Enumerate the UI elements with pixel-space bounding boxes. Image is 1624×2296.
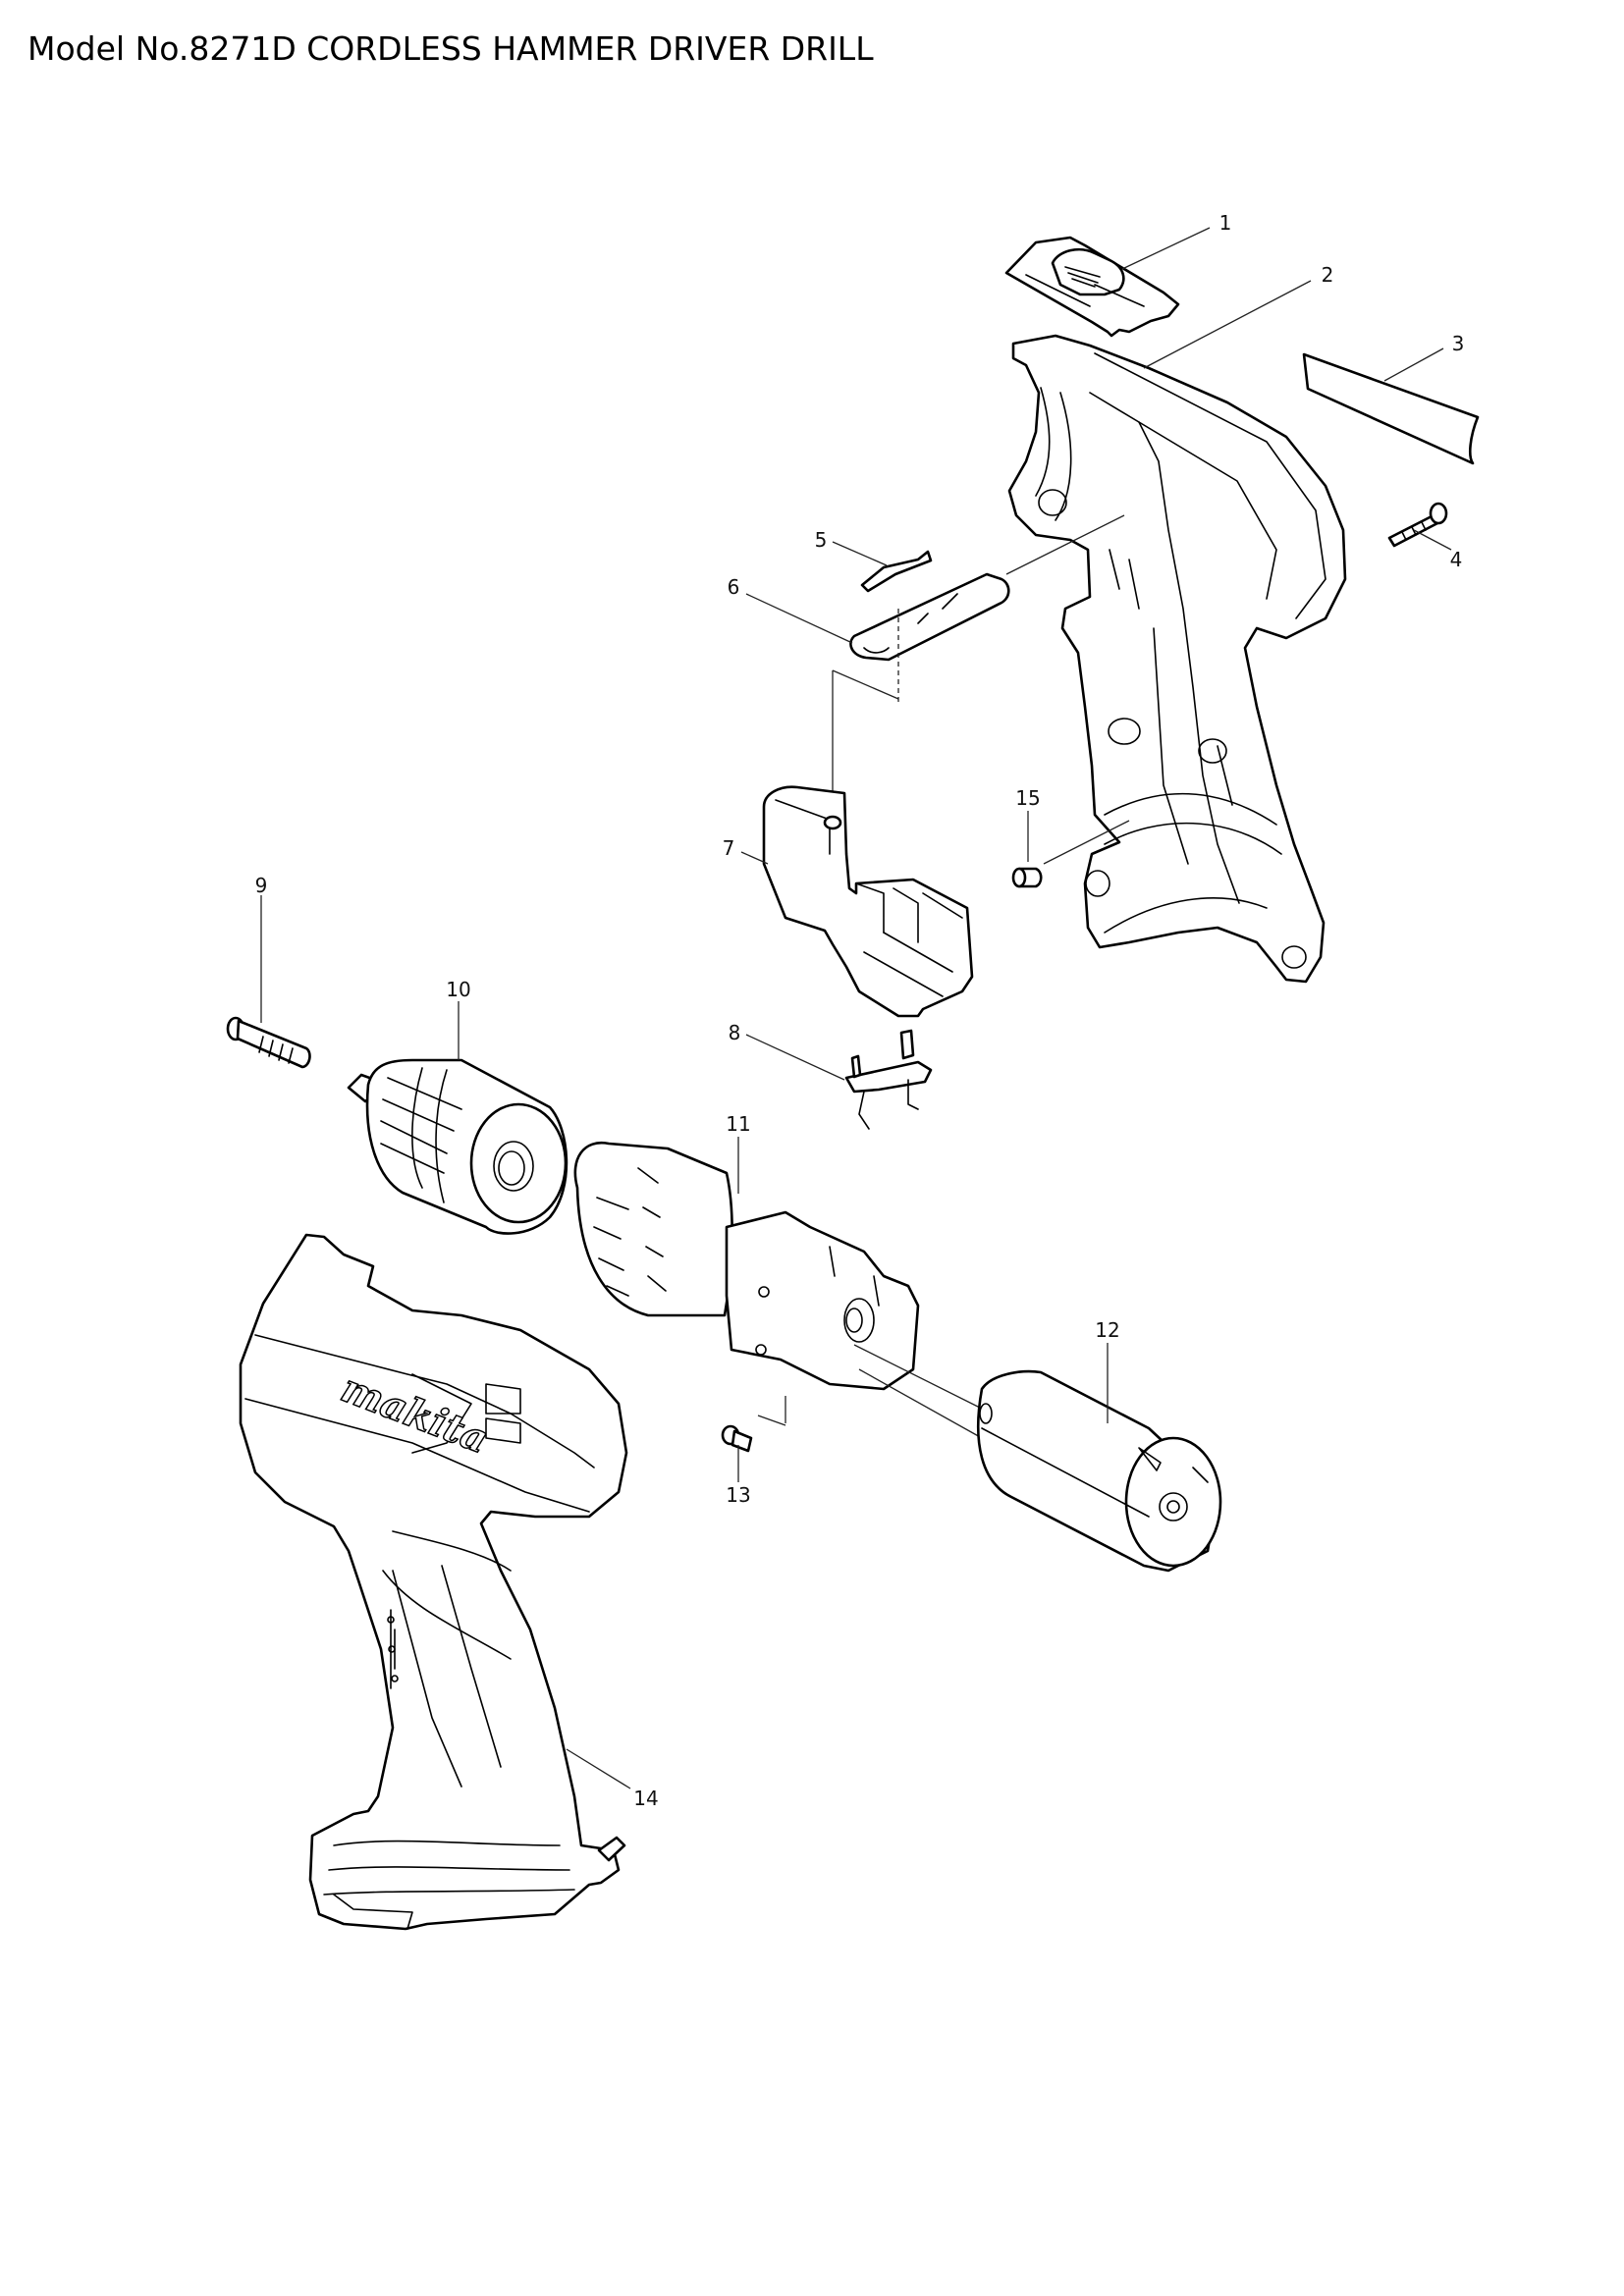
callout-1: 1	[1218, 211, 1232, 235]
callout-12: 12	[1095, 1318, 1120, 1342]
part-1-lever-cover	[1004, 236, 1180, 338]
part-9-screw	[226, 1016, 311, 1069]
callout-7: 7	[722, 836, 735, 860]
callout-14: 14	[633, 1787, 659, 1810]
callout-3: 3	[1451, 332, 1465, 355]
callout-13: 13	[726, 1483, 751, 1507]
part-14-housing-set: makita	[239, 1233, 628, 1931]
part-13-screw	[721, 1424, 753, 1453]
part-4-screw	[1387, 502, 1448, 548]
part-7-switch	[762, 785, 974, 1018]
callout-9: 9	[254, 874, 268, 897]
part-2-housing	[1007, 334, 1347, 984]
part-10-chuck	[347, 1058, 568, 1235]
callout-2: 2	[1321, 263, 1334, 287]
callout-10: 10	[446, 978, 471, 1001]
callout-11: 11	[726, 1112, 751, 1136]
callout-8: 8	[728, 1021, 741, 1044]
part-5-spring-plate	[860, 550, 933, 593]
part-11-gear-assembly	[573, 1141, 920, 1391]
part-6-reversing-lever	[849, 572, 1010, 702]
callout-15: 15	[1015, 786, 1041, 810]
part-12-motor	[976, 1369, 1222, 1573]
callout-4: 4	[1449, 548, 1463, 571]
callout-6: 6	[727, 575, 740, 599]
part-3-name-plate	[1302, 352, 1480, 465]
part-8-terminal	[844, 1029, 933, 1130]
page-title: Model No.8271D CORDLESS HAMMER DRIVER DR…	[27, 29, 874, 68]
callout-5: 5	[814, 528, 828, 552]
part-15-pin	[1011, 867, 1043, 888]
